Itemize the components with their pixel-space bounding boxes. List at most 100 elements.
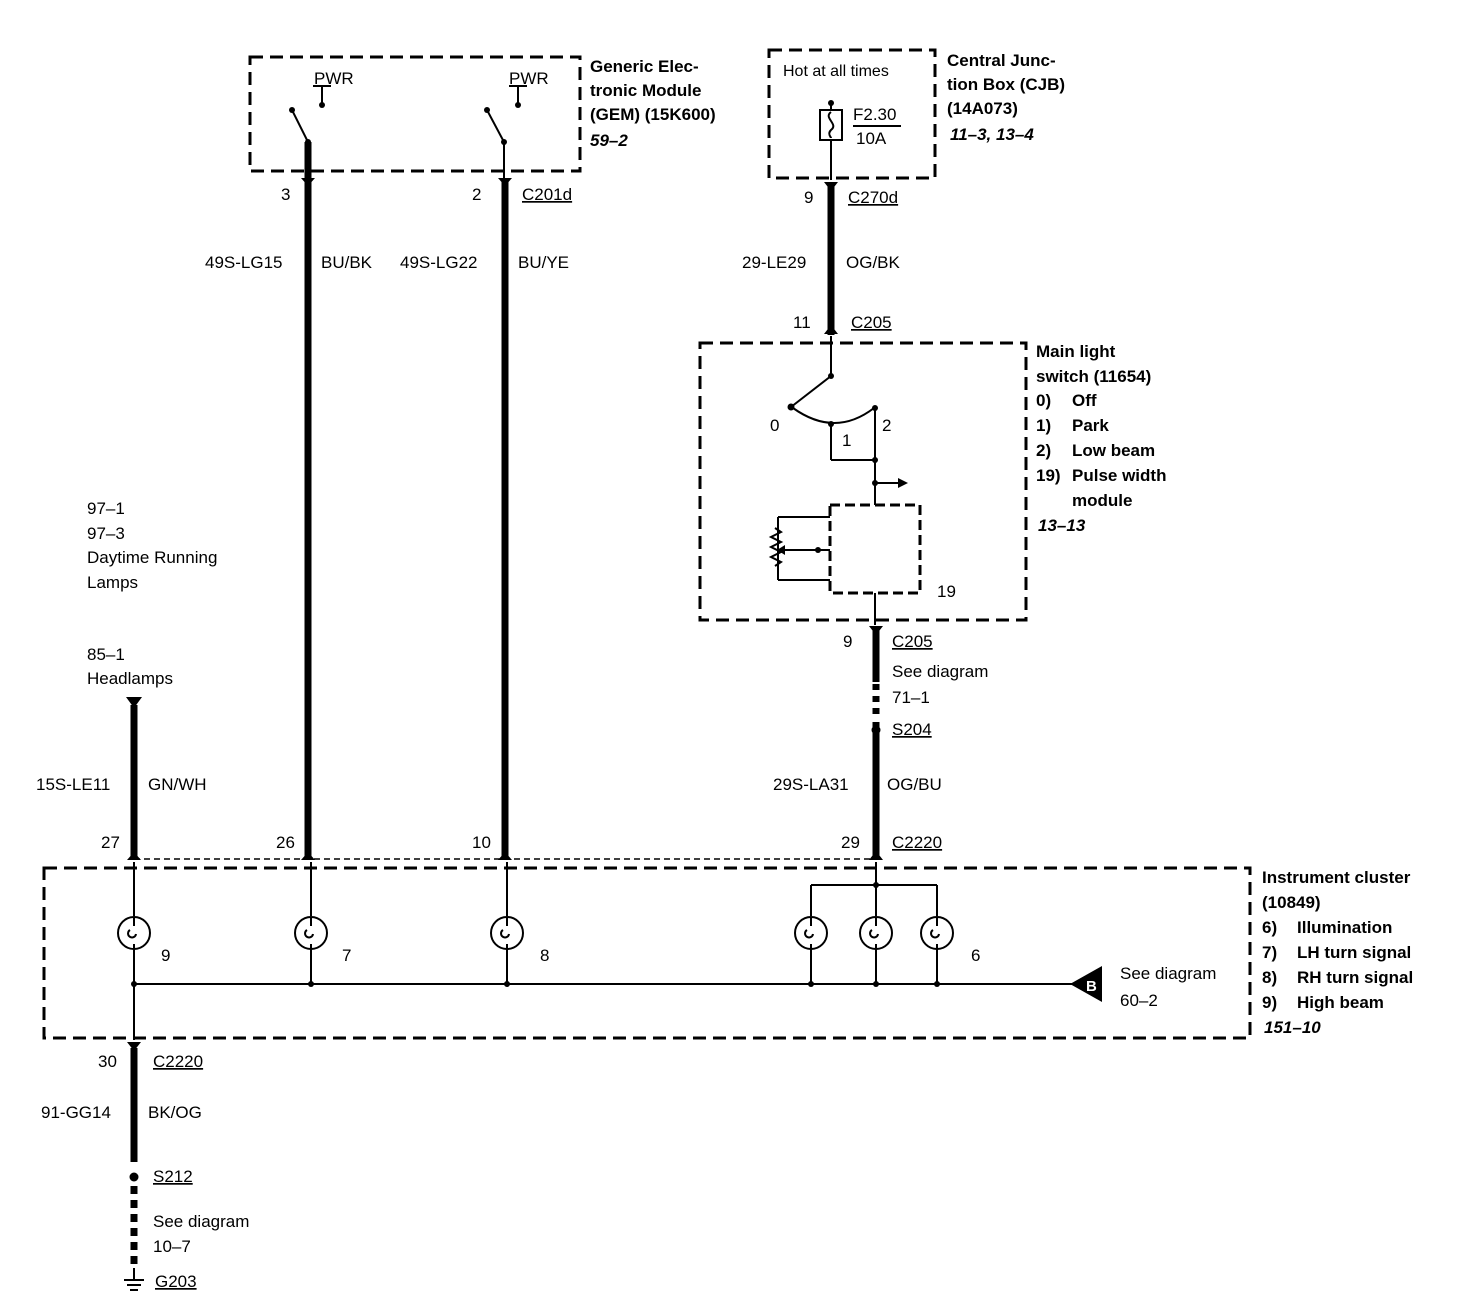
headlamp-arrow-icon (126, 697, 142, 708)
switch-pos-0: 0 (770, 416, 779, 435)
switch-title-2: switch (11654) (1036, 367, 1151, 386)
switch-pos-19: 19 (937, 582, 956, 601)
fuse-rating: 10A (856, 129, 887, 148)
cluster-item-num-8: 8) (1262, 968, 1277, 987)
gem-title-2: tronic Module (590, 81, 701, 100)
switch-in-pin: 11 (793, 313, 811, 332)
cluster-title-1: Instrument cluster (1262, 868, 1411, 887)
switch-pos-1: 1 (842, 431, 851, 450)
hl-ref-1: 85–1 (87, 645, 125, 664)
switch-see-diagram: See diagram (892, 662, 988, 681)
fuse-id: F2.30 (853, 105, 896, 124)
drl-ref-4: Lamps (87, 573, 138, 592)
ground-see-diagram: See diagram (153, 1212, 249, 1231)
wire-gnd-color: BK/OG (148, 1103, 202, 1122)
ground-connector: C2220 (153, 1052, 203, 1071)
bulb-label-6: 6 (971, 946, 980, 965)
bulb-label-7: 7 (342, 946, 351, 965)
cluster-see-diagram: See diagram (1120, 964, 1216, 983)
drl-ref-2: 97–3 (87, 524, 125, 543)
splice-s212: S212 (153, 1167, 193, 1186)
gem-connector: C201d (522, 185, 572, 204)
cluster-pin-29: 29 (841, 833, 860, 852)
cjb-title-2: tion Box (CJB) (947, 75, 1065, 94)
wire-sw-circuit: 29S-LA31 (773, 775, 849, 794)
gem-switch-right (484, 85, 527, 145)
wire-gem3-color: BU/BK (321, 253, 373, 272)
switch-out-pin: 9 (843, 632, 852, 651)
gem-pin-3: 3 (281, 185, 290, 204)
gem-ref: 59–2 (590, 131, 628, 150)
fuse-icon (819, 100, 843, 180)
switch-item-label-3-cont: module (1072, 491, 1132, 510)
connector-flag-b-icon: B (1070, 966, 1102, 1002)
instrument-cluster: B 9 7 8 6 See diagram 60–2 Instrument cl… (42, 862, 1413, 1040)
wire-cjb-color: OG/BK (846, 253, 901, 272)
switch-outline (698, 341, 1028, 622)
cluster-title-2: (10849) (1262, 893, 1321, 912)
wire-gem2-circuit: 49S-LG22 (400, 253, 478, 272)
gem-outline (248, 55, 582, 173)
wire-gem2-color: BU/YE (518, 253, 569, 272)
switch-item-label-3: Pulse width (1072, 466, 1166, 485)
gem-module: PWR PWR Generic Elec- tronic Module (GEM… (248, 55, 716, 204)
switch-item-num-0: 0) (1036, 391, 1051, 410)
gem-pwr-right-label: PWR (509, 69, 549, 88)
cluster-pin-10: 10 (472, 833, 491, 852)
cjb-title-3: (14A073) (947, 99, 1018, 118)
gem-title-1: Generic Elec- (590, 57, 699, 76)
wire-cjb-circuit: 29-LE29 (742, 253, 806, 272)
gem-switch-left (289, 85, 331, 145)
bulb-icon-illumination-1 (794, 916, 828, 950)
cluster-item-label-8: RH turn signal (1297, 968, 1413, 987)
switch-item-label-1: Park (1072, 416, 1109, 435)
flag-b-label: B (1086, 978, 1097, 995)
bulb-icon-lh-turn (294, 916, 328, 950)
switch-item-label-0: Off (1072, 391, 1097, 410)
wire-sw-color: OG/BU (887, 775, 942, 794)
bulb-icon-illumination-3 (920, 916, 954, 950)
gem-pin-2: 2 (472, 185, 481, 204)
gem-title-3: (GEM) (15K600) (590, 105, 716, 124)
switch-item-num-1: 1) (1036, 416, 1051, 435)
switch-item-num-2: 2) (1036, 441, 1051, 460)
switch-item-num-3: 19) (1036, 466, 1061, 485)
cjb-pin: 9 (804, 188, 813, 207)
ground-pin: 30 (98, 1052, 117, 1071)
drl-ref-3: Daytime Running (87, 548, 217, 567)
cjb-title-1: Central Junc- (947, 51, 1056, 70)
bulb-label-9: 9 (161, 946, 170, 965)
splice-s204: S204 (892, 720, 932, 739)
ground-see-ref: 10–7 (153, 1237, 191, 1256)
cluster-pin-27: 27 (101, 833, 120, 852)
bulb-icon-high-beam (117, 916, 151, 950)
cluster-item-num-6: 6) (1262, 918, 1277, 937)
wire-hl-color: GN/WH (148, 775, 207, 794)
cluster-pin-26: 26 (276, 833, 295, 852)
wire-gem3-circuit: 49S-LG15 (205, 253, 283, 272)
switch-in-connector: C205 (851, 313, 892, 332)
cluster-item-label-7: LH turn signal (1297, 943, 1411, 962)
ground-id: G203 (155, 1272, 197, 1291)
switch-out-connector: C205 (892, 632, 933, 651)
ground-circuit: 30 C2220 91-GG14 BK/OG S212 See diagram … (41, 1042, 249, 1291)
switch-item-label-2: Low beam (1072, 441, 1155, 460)
bulb-label-8: 8 (540, 946, 549, 965)
cjb-hot-label: Hot at all times (783, 63, 889, 80)
cjb-ref: 11–3, 13–4 (950, 125, 1034, 144)
hl-ref-2: Headlamps (87, 669, 173, 688)
cluster-item-label-9: High beam (1297, 993, 1384, 1012)
cjb-outline (767, 48, 937, 180)
cjb-connector: C270d (848, 188, 898, 207)
bulb-icon-rh-turn (490, 916, 524, 950)
wire-gnd-circuit: 91-GG14 (41, 1103, 111, 1122)
cluster-item-label-6: Illumination (1297, 918, 1392, 937)
cluster-item-num-9: 9) (1262, 993, 1277, 1012)
drl-ref-1: 97–1 (87, 499, 125, 518)
bulb-icon-illumination-2 (859, 916, 893, 950)
main-light-switch: 0 1 2 19 Main light switch (11654) 0) Of… (698, 336, 1166, 625)
switch-see-ref: 71–1 (892, 688, 930, 707)
switch-ref: 13–13 (1038, 516, 1086, 535)
ground-icon (124, 1268, 144, 1291)
